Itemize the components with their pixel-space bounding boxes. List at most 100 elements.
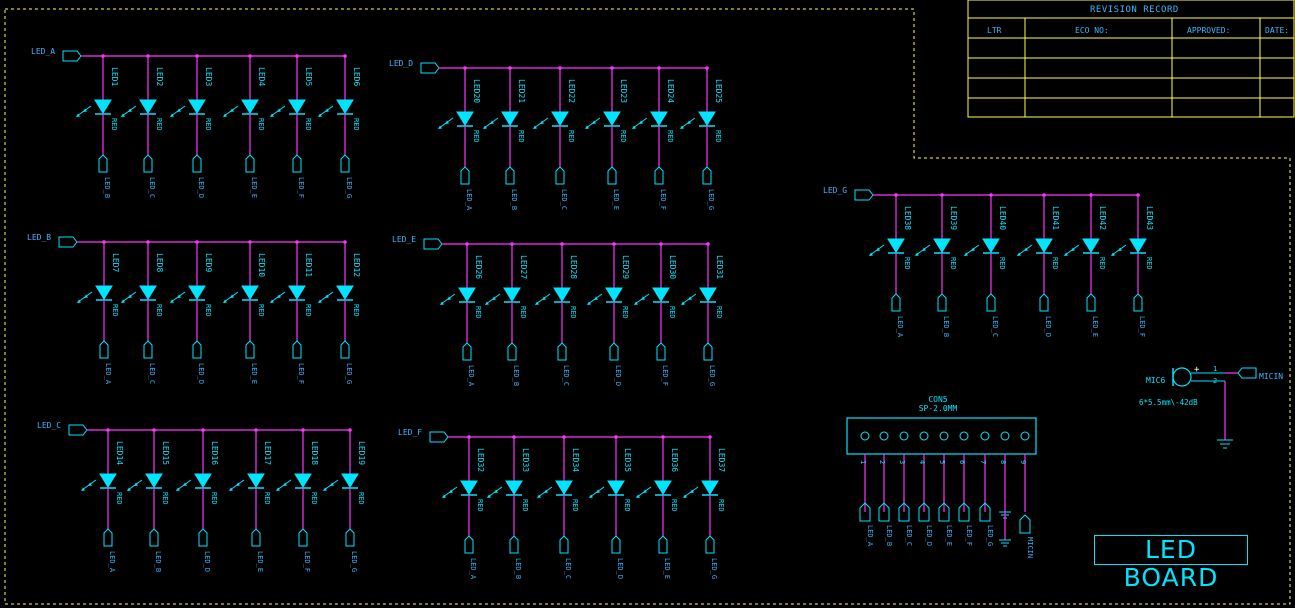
mic-plus-sign: + bbox=[1194, 365, 1200, 375]
cathode-port-flag bbox=[340, 340, 350, 359]
cathode-net-label: LED_B bbox=[510, 189, 518, 210]
emission-arrowhead bbox=[270, 299, 274, 303]
led-ref-designator: LED21 bbox=[517, 79, 526, 103]
connector-pin-hole bbox=[980, 431, 990, 441]
led-ref-designator: LED36 bbox=[670, 448, 679, 472]
cathode-port-flag bbox=[462, 342, 472, 361]
connector-net-port bbox=[938, 502, 950, 522]
led-triangle bbox=[555, 480, 573, 495]
mic-pin-number: 2 bbox=[1213, 377, 1217, 385]
led-value-label: RED bbox=[666, 130, 674, 143]
led-ref-designator: LED31 bbox=[715, 255, 724, 279]
emission-arrowhead bbox=[223, 113, 227, 117]
led-triangle bbox=[336, 285, 354, 300]
mic-value: 6*5.5mm\-42dB bbox=[1139, 398, 1198, 407]
led-triangle bbox=[194, 473, 212, 488]
led-triangle bbox=[553, 287, 571, 302]
led-triangle bbox=[551, 111, 569, 126]
emission-arrowhead bbox=[964, 252, 968, 256]
led-value-label: RED bbox=[621, 306, 629, 319]
led-triangle bbox=[607, 480, 625, 495]
led-value-label: RED bbox=[1098, 257, 1106, 270]
cathode-net-label: LED_A bbox=[896, 316, 904, 338]
led-triangle bbox=[188, 285, 206, 300]
led-value-label: RED bbox=[670, 499, 678, 512]
emission-arrowhead bbox=[81, 487, 85, 491]
emission-arrowhead bbox=[1064, 252, 1068, 256]
led-value-label: RED bbox=[304, 118, 312, 131]
cathode-net-label: LED_B bbox=[154, 551, 162, 572]
connector-pin-number: 5 bbox=[938, 460, 946, 464]
connector-pin-number: 4 bbox=[918, 460, 926, 464]
cathode-net-label: LED_A bbox=[465, 189, 473, 211]
led-triangle bbox=[139, 99, 157, 114]
led-triangle bbox=[501, 111, 519, 126]
net-port-flag bbox=[423, 238, 443, 250]
led-ref-designator: LED37 bbox=[717, 448, 726, 472]
cathode-port-flag bbox=[656, 342, 666, 361]
revision-header-approved: APPROVED: bbox=[1187, 26, 1231, 35]
cathode-net-label: LED_D bbox=[1044, 316, 1052, 337]
led-triangle bbox=[288, 99, 306, 114]
cathode-port-flag bbox=[143, 340, 153, 359]
led-group-led-b: LED_BLED7REDLED_ALED8REDLED_CLED9REDLED_… bbox=[27, 233, 361, 385]
led-triangle bbox=[145, 473, 163, 488]
led-ref-designator: LED1 bbox=[110, 67, 119, 86]
led-value-label: RED bbox=[204, 304, 212, 317]
cathode-port-flag bbox=[1133, 293, 1143, 312]
cathode-net-label: LED_E bbox=[612, 189, 620, 210]
cathode-net-label: LED_D bbox=[203, 551, 211, 572]
led-ref-designator: LED32 bbox=[476, 448, 485, 472]
led-value-label: RED bbox=[155, 304, 163, 317]
cathode-net-label: LED_E bbox=[1091, 316, 1099, 337]
cathode-net-label: LED_C bbox=[560, 189, 568, 210]
led-value-label: RED bbox=[257, 118, 265, 131]
led-value-label: RED bbox=[115, 492, 123, 505]
led-value-label: RED bbox=[476, 499, 484, 512]
connector-pin-hole bbox=[919, 431, 929, 441]
led-value-label: RED bbox=[1051, 257, 1059, 270]
net-port-label: LED_F bbox=[398, 428, 422, 437]
led-triangle bbox=[982, 238, 1000, 253]
emission-arrowhead bbox=[634, 301, 638, 305]
cathode-port-flag bbox=[192, 340, 202, 359]
led-value-label: RED bbox=[161, 492, 169, 505]
cathode-net-label: LED_D bbox=[614, 365, 622, 386]
cathode-port-flag bbox=[658, 535, 668, 554]
cathode-net-label: LED_C bbox=[148, 177, 156, 198]
cathode-port-flag bbox=[611, 535, 621, 554]
net-port-label: LED_D bbox=[389, 59, 413, 68]
emission-arrowhead bbox=[323, 487, 327, 491]
led-group-led-f: LED_FLED32REDLED_ALED33REDLED_BLED34REDL… bbox=[398, 428, 726, 580]
cathode-port-flag bbox=[702, 166, 712, 185]
net-port-label: LED_C bbox=[37, 421, 61, 430]
cathode-net-label: LED_G bbox=[345, 177, 353, 198]
led-value-label: RED bbox=[310, 492, 318, 505]
cathode-net-label: LED_D bbox=[197, 177, 205, 198]
led-triangle bbox=[247, 473, 265, 488]
led-triangle bbox=[336, 99, 354, 114]
led-triangle bbox=[241, 285, 259, 300]
emission-arrowhead bbox=[683, 494, 687, 498]
cathode-net-label: LED_D bbox=[197, 363, 205, 384]
cathode-net-label: LED_G bbox=[707, 189, 715, 210]
emission-arrowhead bbox=[76, 113, 80, 117]
emission-arrowhead bbox=[438, 125, 442, 129]
led-ref-designator: LED29 bbox=[621, 255, 630, 279]
mic-net-port bbox=[1237, 367, 1257, 379]
emission-arrowhead bbox=[589, 494, 593, 498]
connector-pin-number: 7 bbox=[979, 460, 987, 464]
net-port-label: LED_G bbox=[823, 186, 847, 195]
led-ref-designator: LED19 bbox=[357, 441, 366, 465]
